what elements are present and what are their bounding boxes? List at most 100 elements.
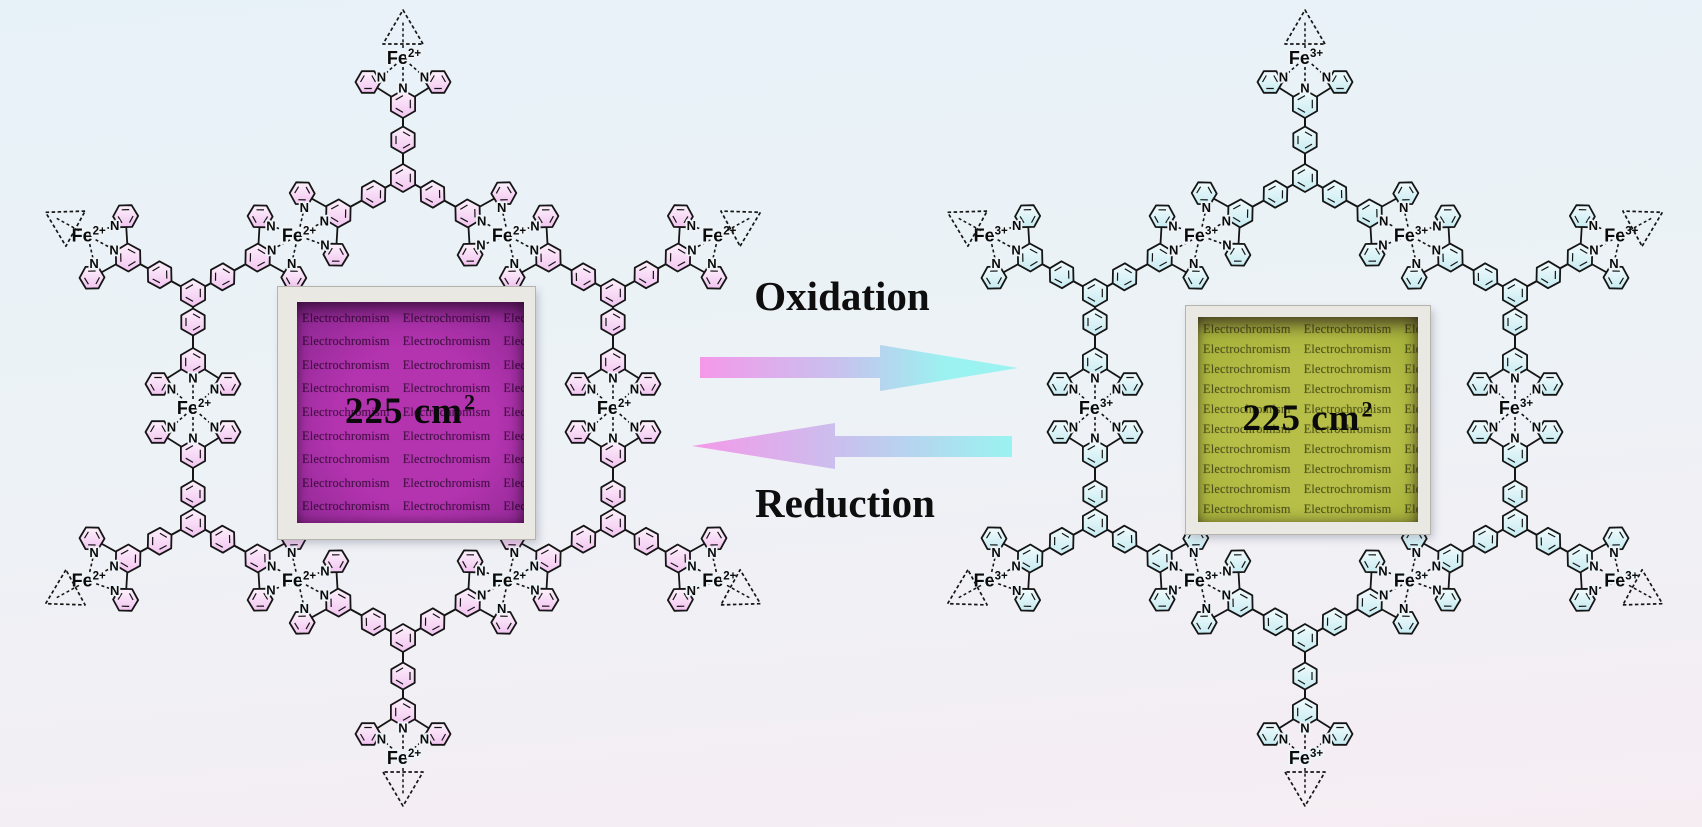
nitrogen-atom-label: N (287, 256, 296, 271)
aromatic-bond-marks (149, 425, 167, 440)
nitrogen-atom-label: N (110, 583, 119, 598)
fe-center-label: Fe2+ (702, 225, 736, 245)
terpyridine-unit: NNN (1356, 181, 1420, 267)
benzene-ring (1224, 549, 1252, 574)
terpyridine-unit: NNN (1046, 347, 1144, 403)
watermark-word: Electrochromism (302, 404, 390, 419)
terpyridine-unit: NNN (498, 204, 562, 290)
aromatic-bond-marks (1022, 549, 1039, 568)
benzene-ring (180, 508, 206, 538)
aromatic-bond-marks (1439, 592, 1456, 607)
aromatic-bond-marks (1019, 592, 1036, 607)
aromatic-bond-marks (462, 554, 479, 569)
benzene-ring (600, 307, 626, 337)
nitrogen-atom-label: N (210, 420, 219, 435)
aromatic-bond-marks (1541, 376, 1559, 391)
aromatic-bond-marks (252, 209, 269, 224)
aromatic-bond-marks (219, 376, 237, 391)
benzene-ring (424, 722, 452, 746)
nitrogen-atom-label: N (1090, 431, 1099, 446)
watermark-row: ElectrochromismElectrochromismElectrochr… (1198, 322, 1418, 337)
terpyridine-unit: NNN (1566, 526, 1630, 612)
benzene-ring (1292, 125, 1318, 155)
coordination-bonds (1411, 227, 1432, 258)
nitrogen-atom-label: N (188, 371, 197, 386)
benzene-ring (600, 479, 626, 509)
watermark-word: Electrochromism (1303, 362, 1392, 376)
benzene-ring (1434, 587, 1462, 612)
benzene-ring (600, 347, 626, 377)
nitrogen-atom-label: N (1222, 587, 1231, 602)
nitrogen-atom-label: N (1202, 200, 1211, 215)
benzene-ring (325, 587, 352, 618)
aromatic-bond-marks (395, 131, 411, 149)
benzene-ring (1392, 181, 1420, 206)
benzene-ring (1082, 347, 1108, 377)
aromatic-bond-marks (294, 615, 311, 630)
polymer-continuation-triangle (946, 210, 988, 248)
aromatic-bond-marks (1187, 270, 1204, 285)
nitrogen-atom-label: N (530, 218, 539, 233)
nitrogen-atom-label: N (1399, 200, 1408, 215)
nitrogen-atom-label: N (1510, 371, 1519, 386)
nitrogen-atom-label: N (1432, 242, 1441, 257)
benzene-ring (390, 697, 416, 727)
benzene-ring (146, 260, 173, 290)
watermark-word: Electrochromism (1203, 422, 1291, 436)
nitrogen-atom-label: N (1169, 559, 1178, 574)
aromatic-bond-marks (294, 186, 311, 201)
aromatic-bond-marks (214, 268, 231, 286)
benzene-ring (1016, 242, 1044, 273)
continuation-bond (726, 584, 751, 599)
coordination-bonds (1497, 413, 1533, 432)
benzene-ring (1190, 181, 1218, 206)
coordination-bonds (1287, 63, 1323, 82)
aromatic-bond-marks (605, 514, 621, 532)
watermark-row: ElectrochromismElectrochromismElectrochr… (297, 405, 524, 420)
watermark-word: Electrochromism (1404, 462, 1418, 476)
coordination-bonds (486, 572, 507, 603)
aromatic-bond-marks (330, 593, 347, 612)
aromatic-bond-marks (1331, 75, 1349, 90)
terpyridine-unit: NNN (288, 549, 352, 635)
fe-center-label: Fe2+ (597, 398, 631, 418)
benzene-ring (1321, 607, 1348, 637)
nitrogen-atom-label: N (476, 238, 485, 253)
coordination-bonds (1077, 413, 1113, 432)
benzene-ring (1046, 372, 1074, 396)
nitrogen-atom-label: N (300, 200, 309, 215)
coordination-bonds (1178, 227, 1199, 258)
aromatic-bond-marks (330, 204, 347, 223)
fe-center-label: Fe3+ (1289, 48, 1323, 68)
benzene-ring (667, 204, 694, 229)
benzene-ring (1502, 508, 1528, 538)
nitrogen-atom-label: N (1378, 238, 1387, 253)
polymer-continuation-triangle (44, 568, 86, 606)
aromatic-bond-marks (1297, 703, 1313, 721)
nitrogen-atom-label: N (1222, 214, 1231, 229)
aromatic-bond-marks (425, 185, 441, 203)
benzene-ring (1326, 722, 1354, 746)
aromatic-bond-marks (537, 592, 554, 607)
watermark-word: Electrochromism (503, 404, 524, 419)
benzene-ring (1292, 623, 1318, 653)
fe-center-label: Fe2+ (702, 571, 736, 591)
aromatic-bond-marks (537, 209, 554, 224)
benzene-ring (700, 265, 728, 290)
aromatic-bond-marks (569, 425, 587, 440)
aromatic-bond-marks (1087, 353, 1103, 371)
film-area-superscript: 2 (463, 389, 477, 415)
aromatic-bond-marks (185, 353, 201, 371)
benzene-ring (1566, 242, 1594, 273)
benzene-ring (180, 347, 206, 377)
benzene-ring (1356, 198, 1383, 229)
benzene-ring (244, 543, 271, 574)
